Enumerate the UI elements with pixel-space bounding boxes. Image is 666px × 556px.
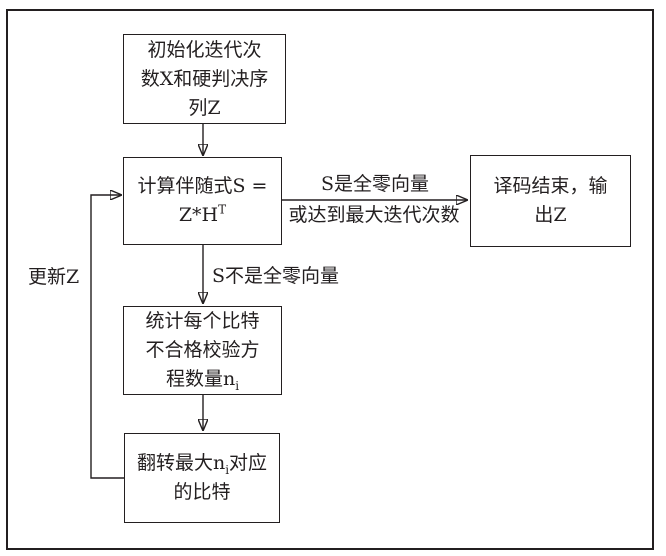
node-decoding-end-output: 译码结束，输 出Z — [470, 155, 631, 247]
syndrome-formula-superscript: T — [218, 202, 227, 217]
arrow-flip-feedback-to-compute — [90, 195, 124, 479]
edge-label-update-z: 更新Z — [28, 266, 80, 288]
node-flip-line1: 翻转最大ni对应 — [137, 449, 267, 478]
node-output-line2: 出Z — [534, 204, 567, 226]
syndrome-formula-base: Z*H — [178, 204, 219, 226]
edge-label-s-nonzero-vector: S不是全零向量 — [212, 265, 340, 287]
node-initialize-line1: 初始化迭代次 — [147, 38, 262, 61]
node-flip-bit: 翻转最大ni对应 的比特 — [124, 433, 280, 523]
node-count-line3: 程数量ni — [166, 365, 239, 394]
edge-label-max-iterations: 或达到最大迭代次数 — [288, 204, 460, 226]
node-output-line1: 译码结束，输 — [493, 175, 608, 197]
flip-text-pre: 翻转最大n — [136, 452, 226, 474]
node-compute-syndrome-line1: 计算伴随式S = — [137, 175, 268, 197]
node-flip-line2: 的比特 — [173, 481, 231, 503]
node-compute-syndrome: 计算伴随式S = Z*HT — [123, 157, 282, 245]
count-formula-subscript: i — [235, 378, 240, 393]
node-compute-syndrome-line2: Z*HT — [179, 201, 226, 230]
count-formula-base: 程数量n — [165, 368, 236, 390]
node-initialize-line3: 列Z — [188, 96, 221, 119]
outer-border-frame — [6, 9, 654, 550]
flip-text-subscript: i — [225, 462, 230, 477]
edge-label-s-zero-vector: S是全零向量 — [320, 173, 430, 195]
node-count-failed-checks: 统计每个比特 不合格校验方 程数量ni — [123, 306, 282, 395]
flip-text-post: 对应 — [229, 452, 268, 474]
node-initialize-line2: 数X和硬判决序 — [140, 67, 269, 90]
node-count-line2: 不合格校验方 — [145, 339, 260, 361]
node-initialize: 初始化迭代次 数X和硬判决序 列Z — [123, 34, 286, 124]
node-count-line1: 统计每个比特 — [145, 310, 260, 332]
